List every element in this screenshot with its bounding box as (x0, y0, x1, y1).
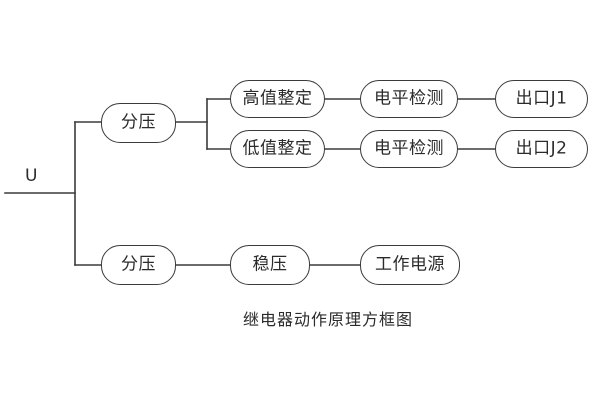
node-divider-upper[interactable]: 分压 (101, 103, 176, 143)
node-label-working-supply: 工作电源 (375, 254, 445, 274)
node-label-output-j1: 出口J1 (515, 88, 568, 108)
node-label-divider-upper: 分压 (121, 112, 156, 132)
node-divider-lower[interactable]: 分压 (101, 245, 176, 285)
input-voltage-label: U (25, 166, 38, 186)
node-output-j2[interactable]: 出口J2 (495, 130, 588, 168)
node-label-low-set: 低值整定 (242, 138, 313, 158)
node-label-regulator: 稳压 (252, 254, 288, 274)
node-label-level-detect-1: 电平检测 (374, 88, 444, 108)
diagram-caption: 继电器动作原理方框图 (243, 310, 414, 329)
node-label-level-detect-2: 电平检测 (374, 138, 444, 158)
node-working-supply[interactable]: 工作电源 (360, 245, 460, 285)
node-low-set[interactable]: 低值整定 (230, 130, 325, 168)
node-label-high-set: 高值整定 (242, 88, 313, 108)
node-level-detect-2[interactable]: 电平检测 (360, 130, 458, 168)
node-high-set[interactable]: 高值整定 (230, 80, 325, 118)
node-regulator[interactable]: 稳压 (230, 245, 310, 285)
node-output-j1[interactable]: 出口J1 (495, 80, 588, 118)
node-label-output-j2: 出口J2 (515, 138, 568, 158)
node-label-divider-lower: 分压 (121, 254, 156, 274)
node-level-detect-1[interactable]: 电平检测 (360, 80, 458, 118)
